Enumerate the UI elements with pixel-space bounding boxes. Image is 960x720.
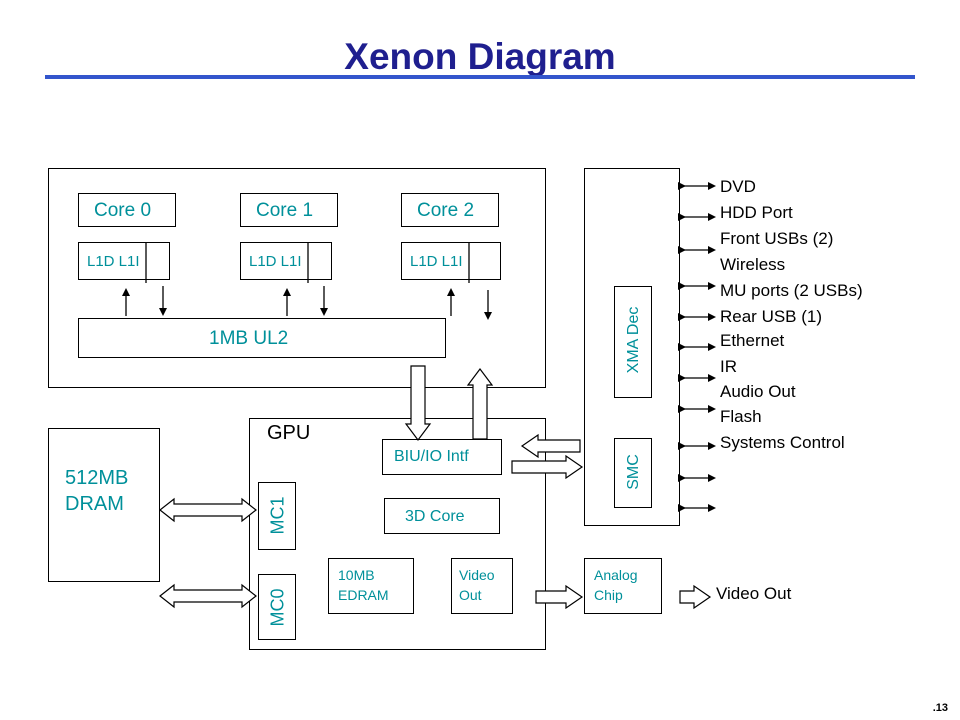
- xma-dec-box: XMA Dec: [614, 286, 652, 398]
- gpu-label: GPU: [267, 422, 311, 444]
- io-item-front-usbs: Front USBs (2): [720, 229, 834, 248]
- biu-io-label: BIU/IO Intf: [394, 448, 469, 465]
- l1-cache-2-label: L1D L1I: [410, 253, 463, 270]
- mc0-box: MC0: [258, 574, 296, 640]
- io-item-dvd: DVD: [720, 177, 756, 196]
- block-arrow-analog-to-out: [679, 584, 712, 610]
- block-arrow-dram-mc0: [159, 583, 257, 609]
- analog-chip-label: Analog Chip: [594, 567, 638, 603]
- edram-label: 10MB EDRAM: [338, 567, 389, 603]
- block-arrow-biu-to-sb: [511, 454, 584, 480]
- core3d-label: 3D Core: [405, 508, 465, 525]
- io-item-flash: Flash: [720, 407, 762, 426]
- biu-io-box: BIU/IO Intf: [382, 439, 502, 475]
- dram-label: 512MB DRAM: [65, 467, 129, 515]
- title-underline: [45, 75, 915, 79]
- page-number: .13: [932, 702, 948, 714]
- core-2-label: Core 2: [417, 200, 475, 221]
- io-item-ethernet: Ethernet: [720, 331, 785, 350]
- video-out-label: Video Out: [716, 584, 792, 603]
- l2-cache-label: 1MB UL2: [209, 328, 289, 349]
- io-item-audio-out: Audio Out: [720, 382, 796, 401]
- io-item-mu-ports: MU ports (2 USBs): [720, 281, 863, 300]
- l1-cache-1-label: L1D L1I: [249, 253, 302, 270]
- l1-cache-2: L1D L1I: [401, 242, 501, 280]
- l1-cache-0: L1D L1I: [78, 242, 170, 280]
- analog-chip-box: Analog Chip: [584, 558, 662, 614]
- core-1-box: Core 1: [240, 193, 338, 227]
- l2-cache: 1MB UL2: [78, 318, 446, 358]
- io-item-ir: IR: [720, 357, 737, 376]
- video-out-block-box: Video Out: [451, 558, 513, 614]
- core-1-label: Core 1: [256, 200, 314, 221]
- video-out-block-label: Video Out: [459, 567, 495, 603]
- block-arrow-sb-to-biu: [520, 433, 581, 459]
- edram-box: 10MB EDRAM: [328, 558, 414, 614]
- core-0-box: Core 0: [78, 193, 176, 227]
- block-arrow-gpu-to-cpu: [466, 368, 494, 440]
- core3d-box: 3D Core: [384, 498, 500, 534]
- mc1-box: MC1: [258, 482, 296, 550]
- core-0-label: Core 0: [94, 200, 152, 221]
- dram-block: 512MB DRAM: [48, 428, 160, 582]
- core-2-box: Core 2: [401, 193, 499, 227]
- io-item-hdd-port: HDD Port: [720, 203, 793, 222]
- io-item-wireless: Wireless: [720, 255, 786, 274]
- io-arrows: [678, 182, 716, 512]
- block-arrow-video-to-analog: [535, 584, 584, 610]
- io-item-rear-usb: Rear USB (1): [720, 307, 823, 326]
- l1-cache-0-label: L1D L1I: [87, 253, 140, 270]
- block-arrow-cpu-to-gpu: [404, 365, 432, 441]
- page-title: Xenon Diagram: [344, 36, 616, 77]
- smc-box: SMC: [614, 438, 652, 508]
- block-arrow-dram-mc1: [159, 497, 257, 523]
- l1-cache-1: L1D L1I: [240, 242, 332, 280]
- io-item-systems-control: Systems Control: [720, 433, 845, 452]
